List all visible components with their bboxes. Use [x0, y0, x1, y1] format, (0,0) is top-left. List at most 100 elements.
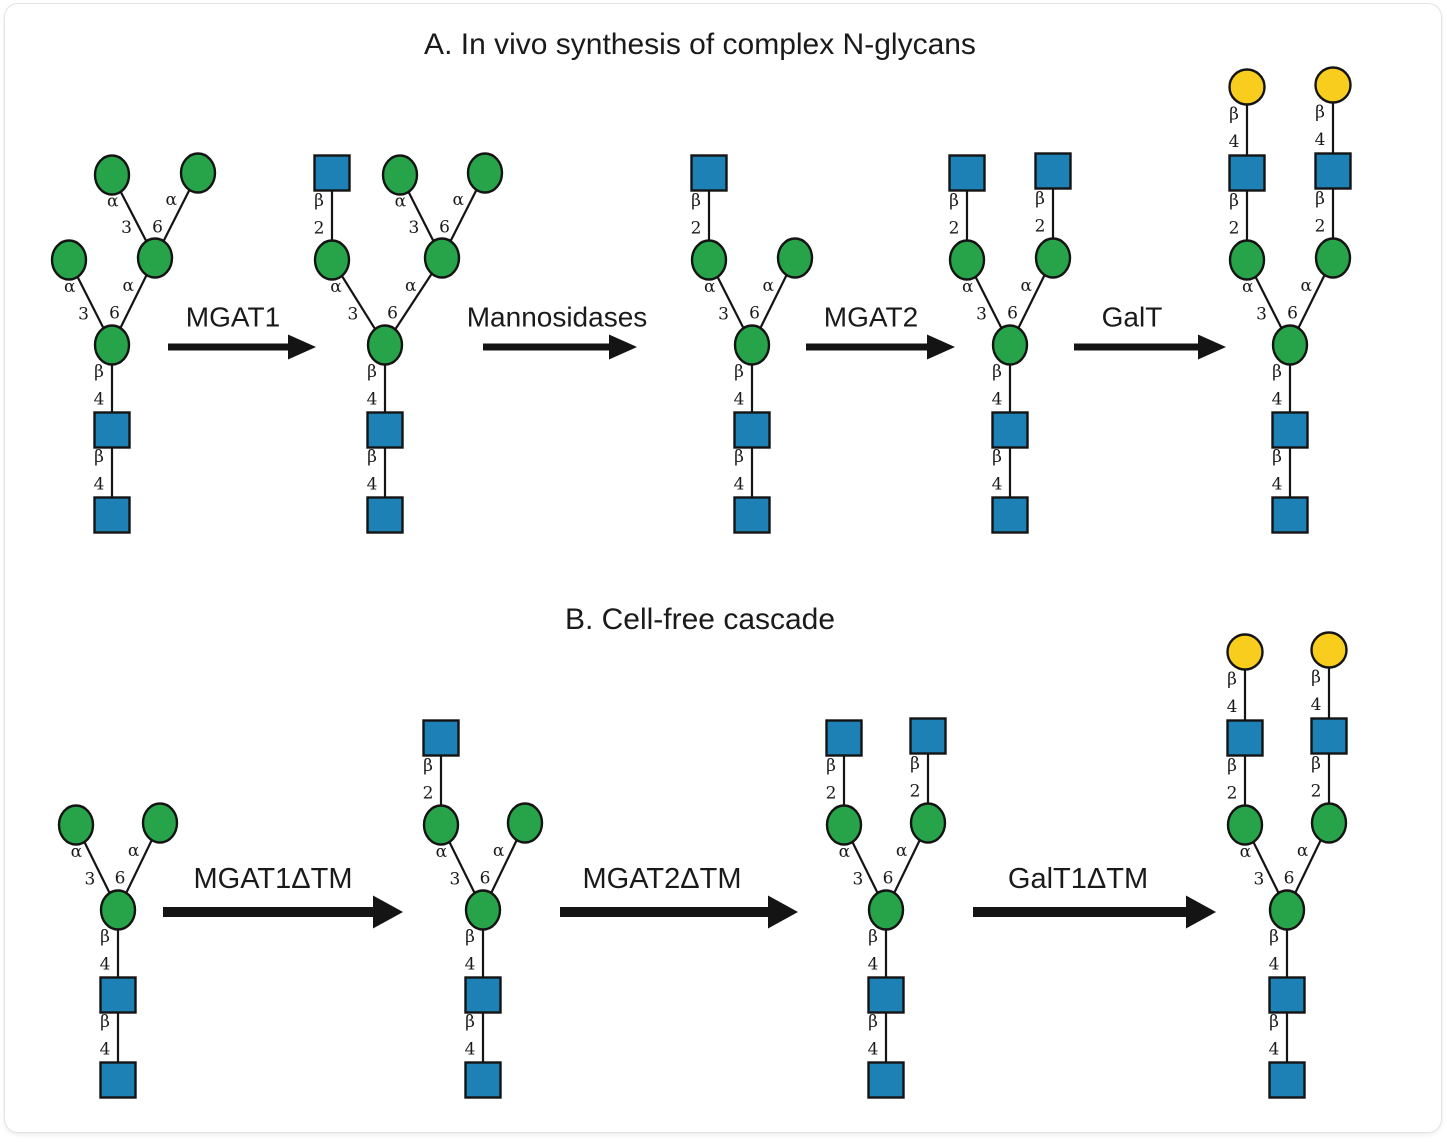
anomeric-label: α — [493, 841, 505, 861]
linkage-number-label: 4 — [868, 954, 879, 974]
anomeric-label: β — [910, 754, 920, 774]
linkage-number-label: 4 — [1272, 389, 1283, 409]
anomeric-label: β — [734, 447, 744, 467]
anomeric-label: β — [367, 447, 377, 467]
mannose-node — [57, 804, 95, 846]
anomeric-label: α — [107, 192, 119, 212]
linkage-number-label: 6 — [883, 869, 894, 889]
linkage-number-label: 4 — [992, 474, 1003, 494]
mannose-node — [776, 237, 814, 279]
linkage-number-label: 3 — [78, 304, 89, 324]
mannose-node — [466, 152, 504, 194]
anomeric-label: β — [992, 362, 1002, 382]
glcnac-node — [825, 719, 863, 757]
anomeric-label: β — [691, 191, 701, 211]
linkage-number-label: 3 — [976, 304, 987, 324]
linkage-number-label: 6 — [1284, 869, 1295, 889]
linkage-number-label: 3 — [449, 869, 460, 889]
enzyme-label: GalT1ΔTM — [1008, 863, 1148, 895]
arrow-icon — [806, 334, 955, 360]
mannose-node — [948, 239, 986, 281]
linkage-number-label: 4 — [868, 1039, 879, 1059]
reaction-arrow-mgat2: MGAT2 — [806, 302, 955, 360]
linkage-number-label: 2 — [910, 782, 921, 802]
linkage-number-label: 4 — [1227, 697, 1238, 717]
anomeric-label: β — [1227, 756, 1237, 776]
linkage-number-label: 4 — [94, 474, 105, 494]
galactose-node — [1226, 633, 1264, 671]
anomeric-label: α — [452, 190, 464, 210]
linkage-number-label: 4 — [1229, 132, 1240, 152]
linkage-number-label: 6 — [152, 217, 163, 237]
anomeric-label: β — [1315, 103, 1325, 123]
glcnac-node — [464, 1061, 502, 1099]
mannose-node — [909, 802, 947, 844]
linkage-number-label: 4 — [367, 474, 378, 494]
reaction-arrow-mgat1dtm: MGAT1ΔTM — [163, 863, 403, 929]
mannose-node — [867, 889, 905, 931]
mannose-node — [464, 889, 502, 931]
anomeric-label: α — [71, 842, 83, 862]
glcnac-node — [422, 719, 460, 757]
linkage-number-label: 4 — [1269, 954, 1280, 974]
glcnac-node — [867, 976, 905, 1014]
galactose-node — [1228, 68, 1266, 106]
linkage-number-label: 3 — [347, 304, 358, 324]
mannose-node — [366, 324, 404, 366]
panel-a-title: A. In vivo synthesis of complex N-glycan… — [424, 28, 976, 61]
linkage-number-label: 4 — [94, 389, 105, 409]
mannose-node — [733, 324, 771, 366]
glcnac-node — [733, 496, 771, 534]
linkage-number-label: 6 — [749, 304, 760, 324]
linkage-number-label: 3 — [408, 218, 419, 238]
glcnac-node — [909, 717, 947, 755]
anomeric-label: β — [423, 756, 433, 776]
mannose-node — [1314, 237, 1352, 279]
linkage-number-label: 4 — [100, 954, 111, 974]
enzyme-label: Mannosidases — [467, 302, 648, 333]
anomeric-label: α — [64, 277, 76, 297]
glcnac-node — [1226, 719, 1264, 757]
anomeric-label: β — [314, 191, 324, 211]
anomeric-label: α — [1240, 842, 1252, 862]
glcnac-node — [1034, 152, 1072, 190]
anomeric-label: β — [1269, 927, 1279, 947]
anomeric-label: α — [330, 277, 342, 297]
glcnac-node — [313, 154, 351, 192]
anomeric-label: α — [395, 192, 407, 212]
enzyme-label: GalT — [1102, 302, 1163, 333]
mannose-node — [1310, 802, 1348, 844]
mannose-node — [179, 152, 217, 194]
linkage-number-label: 4 — [367, 389, 378, 409]
anomeric-label: β — [465, 927, 475, 947]
mannose-node — [825, 804, 863, 846]
linkage-number-label: 2 — [1227, 784, 1238, 804]
glcnac-node — [991, 411, 1029, 449]
anomeric-label: β — [868, 1012, 878, 1032]
anomeric-label: α — [1242, 277, 1254, 297]
glcnac-node — [366, 411, 404, 449]
linkage-number-label: 2 — [1311, 782, 1322, 802]
mannose-node — [423, 237, 461, 279]
enzyme-label: MGAT2ΔTM — [583, 863, 742, 895]
linkage-number-label: 4 — [734, 474, 745, 494]
enzyme-label: MGAT1 — [186, 302, 280, 333]
mannose-node — [313, 239, 351, 281]
enzyme-label: MGAT2 — [824, 302, 918, 333]
anomeric-label: β — [949, 191, 959, 211]
anomeric-label: α — [896, 841, 908, 861]
anomeric-label: α — [1020, 276, 1032, 296]
linkage-number-label: 6 — [109, 304, 120, 324]
reaction-arrow-mgat2dtm: MGAT2ΔTM — [560, 863, 798, 929]
linkage-number-label: 2 — [423, 784, 434, 804]
linkage-number-label: 6 — [439, 217, 450, 237]
glcnac-node — [991, 496, 1029, 534]
anomeric-label: α — [405, 276, 417, 296]
linkage-number-label: 4 — [1269, 1039, 1280, 1059]
glcnac-node — [867, 1061, 905, 1099]
